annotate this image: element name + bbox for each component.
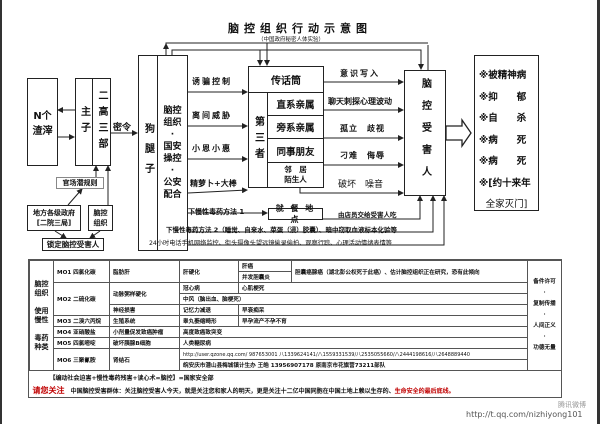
table-cell: MO5 四氯嘧啶: [53, 337, 110, 349]
relation-direct: 直系亲属: [268, 93, 323, 116]
node-scum: N个渣滓: [27, 78, 58, 166]
poison-table: 脑控组织 使用慢性 毒药种类 MO1 四氯化碳 脂肪肝 肝硬化 肝癌 胆囊癌腺癌…: [28, 259, 562, 398]
outcome: ※自 杀: [479, 113, 527, 124]
poison-method-1: 下慢性毒药方法 1: [188, 208, 245, 216]
node-officialdom: 官场潜规则: [56, 177, 104, 189]
table-cell: MO1 四氯化碳: [53, 260, 110, 283]
outcomes-box: ※被精神病 ※抑 郁 ※自 杀 ※病 死 ※病 死 ※[约十来年 全家灭门]: [474, 55, 539, 211]
relation-collateral: 旁系亲属: [268, 116, 323, 139]
table-cell: 生殖系统: [109, 315, 180, 327]
table-side-label: 脑控组织 使用慢性 毒药种类: [29, 260, 54, 371]
table-cell: 高度致癌致突变: [179, 326, 528, 338]
table-cell: 肾结石: [109, 348, 180, 371]
outcome: ※[约十来年: [479, 177, 531, 189]
outcome: ※被精神病: [479, 70, 527, 81]
node-dept: 二高三部: [96, 90, 107, 154]
table-notice: 请您关注 中国脑控受害群体：关注脑控受害人今天，就是关注您和家人的明天，更是关注…: [30, 384, 562, 397]
watermark-url[interactable]: http://t.qq.com/nizhiyong101: [466, 410, 583, 419]
surveillance-note: 24小时电话手机网络监控、街头摄像头望远镜偷录偷拍、观察行踪、心理活动情绪表情等: [149, 240, 392, 247]
outcome: ※抑 郁: [479, 91, 527, 103]
node-victim: 脑控受害人: [404, 70, 446, 196]
table-cell: MO2 二硫化碳: [53, 282, 110, 316]
table-formula: 【编动社会迫害+慢性毒药残害+读心术=脑控】=国家安全部: [49, 374, 214, 382]
table-cell: 睾丸萎缩畸形: [179, 315, 239, 327]
method-right-1: 意识写入: [340, 69, 380, 78]
third-party-label: 第三者: [249, 93, 268, 187]
node-mouthpiece: 传话筒 第三者 直系亲属 旁系亲属 同事朋友 邻 居陌生人: [248, 66, 324, 188]
table-cell: 小剂量促发致癌肿瘤: [109, 326, 180, 338]
relation-neighbors: 邻 居陌生人: [284, 165, 307, 184]
table-cell: MO4 亚硝酸盐: [53, 326, 110, 338]
dining-note: 由店员交给受害人吃: [338, 211, 397, 219]
page-border-left: [0, 0, 2, 424]
page-title: 脑控组织行动示意图: [228, 22, 372, 35]
outcome: ※病 死: [479, 134, 527, 146]
relation-colleagues: 同事朋友: [268, 139, 323, 163]
node-master-dept: 主子 二高三部: [75, 78, 111, 166]
table-cell: 胆囊癌腺癌（湖北彭公权死于此癌）、估计脑控组织正在研究，恐有此倾向: [291, 260, 528, 283]
table-cell: 皖安庆市潜山县梅城镇计生办 王皓 13956907178 原南京市花旗营7321…: [179, 359, 528, 371]
node-brain-org: 脑控组织: [88, 205, 113, 231]
table-cell: 并发胆囊炎: [238, 271, 292, 283]
henchman-label: 狗腿子: [139, 56, 158, 250]
table-cell: 记忆力减退: [179, 304, 239, 316]
table-cell: MO6 三聚氰胺: [53, 348, 110, 371]
method-left-3: 小恩小惠: [192, 144, 232, 153]
poison-table-grid: 脑控组织 使用慢性 毒药种类 MO1 四氯化碳 脂肪肝 肝硬化 肝癌 胆囊癌腺癌…: [29, 260, 562, 397]
watermark-logo: 腾讯微博: [558, 401, 586, 409]
outcome: ※病 死: [479, 156, 527, 167]
node-local-gov: 地方各级政府[二院三局]: [27, 205, 81, 231]
method-right-5: 破坏 噪音: [338, 180, 384, 190]
poison-method-2: 下慢性毒药方法 2（睡觉、自来水、菜蛋（浸）胶囊）、暗中窃取血液标本化验等: [166, 226, 398, 234]
page-subtitle: （中国政府秘密人体实验）: [258, 37, 325, 43]
method-left-1: 诱骗控制: [192, 77, 232, 86]
method-left-2: 离间威胁: [192, 111, 232, 120]
outcome: 全家灭门]: [485, 199, 528, 210]
notice-label: 请您关注: [32, 385, 65, 395]
method-right-2: 聊天刺探心理波动: [328, 97, 392, 106]
table-cell: 冠心病: [179, 282, 239, 294]
node-henchman: 狗腿子 脑控组织·国安操控·公安配合: [138, 55, 188, 251]
method-right-4: 刁难 侮辱: [340, 151, 385, 160]
big-arrow: [445, 117, 472, 149]
org-label: 脑控组织·国安操控·公安配合: [163, 106, 182, 200]
table-cell: 早衰痴呆: [238, 304, 528, 316]
table-cell: 神经损害: [109, 304, 180, 316]
table-cell: MO3 二溴六丙烷: [53, 315, 110, 327]
table-remark: 备件许可·复制传播·人间正义·功德无量: [527, 260, 562, 371]
method-left-4: 精萝卜+大棒: [190, 179, 237, 188]
table-cell: 早孕流产不孕不育: [238, 315, 528, 327]
table-cell: 破坏胰腺B细胞: [109, 337, 180, 349]
loop-inner: [171, 49, 424, 70]
table-cell: 动脉粥样硬化: [109, 282, 180, 305]
page-border-right: [597, 0, 600, 424]
table-cell: 中风（脑出血、脑梗死）: [179, 293, 528, 305]
notice-text: 中国脑控受害群体：关注脑控受害人今天，就是关注您和家人的明天，更是关注十二亿中国…: [70, 387, 395, 395]
node-target: 锁定脑控受害人: [42, 238, 104, 251]
table-cell: 心肌梗死: [238, 282, 528, 294]
notice-red: 生命安全的最后底线。: [394, 387, 455, 395]
table-cell: 肝硬化: [179, 260, 239, 283]
method-right-3: 孤立 歧视: [340, 124, 385, 133]
table-cell: 肝癌: [238, 260, 292, 272]
table-cell: 脂肪肝: [109, 260, 180, 283]
table-link[interactable]: http://user.qzone.qq.com/ 987653001 八133…: [179, 348, 528, 360]
mouthpiece-header: 传话筒: [249, 67, 323, 93]
label-secret-order: 密令: [113, 123, 132, 133]
table-cell: 人类糖尿病: [179, 337, 528, 349]
node-master: 主子: [76, 79, 93, 165]
node-dining: 就 餐 地 点: [268, 204, 323, 224]
